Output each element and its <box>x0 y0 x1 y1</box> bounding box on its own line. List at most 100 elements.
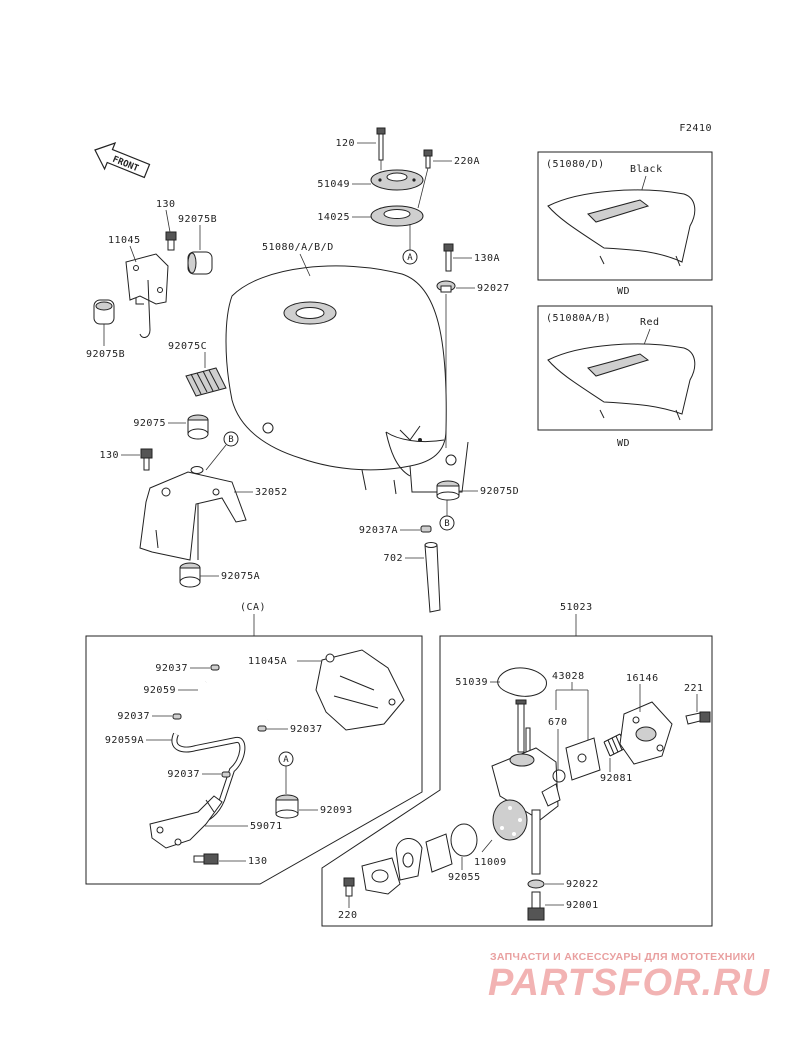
ca-label: 59071 <box>250 821 283 832</box>
bolt-130-mid <box>140 448 153 471</box>
fuel-cock-body <box>491 699 561 875</box>
o-ring-51039 <box>497 667 547 697</box>
clip-92037 <box>221 771 231 778</box>
gasket-bracket <box>361 833 453 895</box>
cock-label: 16146 <box>626 673 659 684</box>
inset-market: WD <box>617 286 630 297</box>
part-label: 92075C <box>168 341 207 352</box>
part-label: 32052 <box>255 487 288 498</box>
fuel-tank-51080 <box>225 265 469 495</box>
gasket-14025 <box>370 205 424 227</box>
ca-label: 92059A <box>105 735 144 746</box>
fuel-cock-group: 51023 51039 43028 670 <box>321 602 713 927</box>
ca-label: 130 <box>248 856 268 867</box>
cock-label: 92081 <box>600 773 633 784</box>
part-label: 92075 <box>133 418 166 429</box>
part-label: 220A <box>454 156 480 167</box>
inset-title: (51080A/B) <box>546 313 611 324</box>
ca-label: 92037 <box>167 769 200 780</box>
ca-label-circle: A <box>283 755 289 765</box>
part-label: 92037A <box>359 525 398 536</box>
part-label: 92075A <box>221 571 260 582</box>
part-label: 51049 <box>317 179 350 190</box>
inset-color: Red <box>640 317 660 328</box>
plate-43028 <box>565 737 601 781</box>
screw-221 <box>685 711 711 725</box>
callout-circle-b <box>223 431 239 447</box>
inset-black: (51080/D) Black WD <box>537 151 713 297</box>
part-label: 130 <box>156 199 176 210</box>
bolt-120 <box>376 127 386 161</box>
bolt-130-ca <box>193 853 219 865</box>
inset-red: (51080A/B) Red WD <box>537 305 713 449</box>
washer-92022 <box>527 879 545 889</box>
cock-label: 221 <box>684 683 704 694</box>
group-title: (CA) <box>240 602 266 613</box>
screw-220a <box>423 149 433 169</box>
part-label: 14025 <box>317 212 350 223</box>
clip-92037 <box>257 725 267 732</box>
ca-label: 92093 <box>320 805 353 816</box>
part-label: 120 <box>335 138 355 149</box>
rubber-strip-92075c <box>185 367 227 397</box>
ca-label: 92037 <box>155 663 188 674</box>
damper-92093 <box>275 794 299 819</box>
cock-label: 92055 <box>448 872 481 883</box>
bracket-11045 <box>125 253 169 338</box>
hose-92059 <box>197 680 271 721</box>
damper-92075 <box>187 414 209 440</box>
watermark-logo: PARTSFOR.RU <box>488 962 770 1004</box>
cock-label: 11009 <box>474 857 507 868</box>
rubber-92075b-lower <box>93 299 115 325</box>
screw-220 <box>343 877 355 897</box>
bolt-130-upper <box>165 231 177 251</box>
figure-code: F2410 <box>679 123 712 134</box>
inset-color: Black <box>630 164 663 175</box>
diaphragm-11009 <box>492 799 528 841</box>
cock-label: 51039 <box>455 677 488 688</box>
front-arrow-icon: FRONT <box>94 142 151 179</box>
rubber-92075b-upper <box>187 251 213 275</box>
part-label: 130 <box>99 450 119 461</box>
clip-92037a <box>420 525 432 533</box>
inset-title: (51080/D) <box>546 159 605 170</box>
inset-market: WD <box>617 438 630 449</box>
bracket-59071 <box>149 795 223 849</box>
ca-label: 11045A <box>248 656 287 667</box>
cock-label: 670 <box>548 717 568 728</box>
bolt-130a <box>443 243 454 272</box>
cock-label: 92022 <box>566 879 599 890</box>
part-label: 51080/A/B/D <box>262 242 334 253</box>
damper-92075d <box>436 480 460 501</box>
ca-label: 92037 <box>290 724 323 735</box>
o-ring-670 <box>552 769 566 783</box>
clip-92037 <box>172 713 182 720</box>
hose-702 <box>424 542 441 613</box>
part-label: 92075D <box>480 486 519 497</box>
watermark-tagline: ЗАПЧАСТИ И АКСЕССУАРЫ ДЛЯ МОТОТЕХНИКИ <box>490 951 756 963</box>
callout-b-letter: B <box>444 519 449 529</box>
cock-label: 92001 <box>566 900 599 911</box>
ca-label: 92037 <box>117 711 150 722</box>
group-title: 51023 <box>560 602 593 613</box>
part-label: 92075B <box>86 349 125 360</box>
part-label: 11045 <box>108 235 141 246</box>
clip-92037 <box>210 664 220 671</box>
ca-group: (CA) 11045A 92037 92059 92037 9 <box>85 602 423 885</box>
bracket-11045a <box>315 649 405 731</box>
part-label: 92075B <box>178 214 217 225</box>
part-label: 702 <box>383 553 403 564</box>
grommet-92027 <box>436 280 456 293</box>
ca-label: 92059 <box>143 685 176 696</box>
callout-b-letter: B <box>228 435 233 445</box>
o-ring-92055 <box>450 823 478 857</box>
callout-circle-a <box>402 249 418 265</box>
cock-label: 43028 <box>552 671 585 682</box>
spring-92081 <box>603 733 627 757</box>
part-label: 130A <box>474 253 500 264</box>
damper-92075a <box>179 562 201 588</box>
callout-a-letter: A <box>407 253 413 263</box>
part-label: 92027 <box>477 283 510 294</box>
bolt-92001 <box>527 891 545 921</box>
